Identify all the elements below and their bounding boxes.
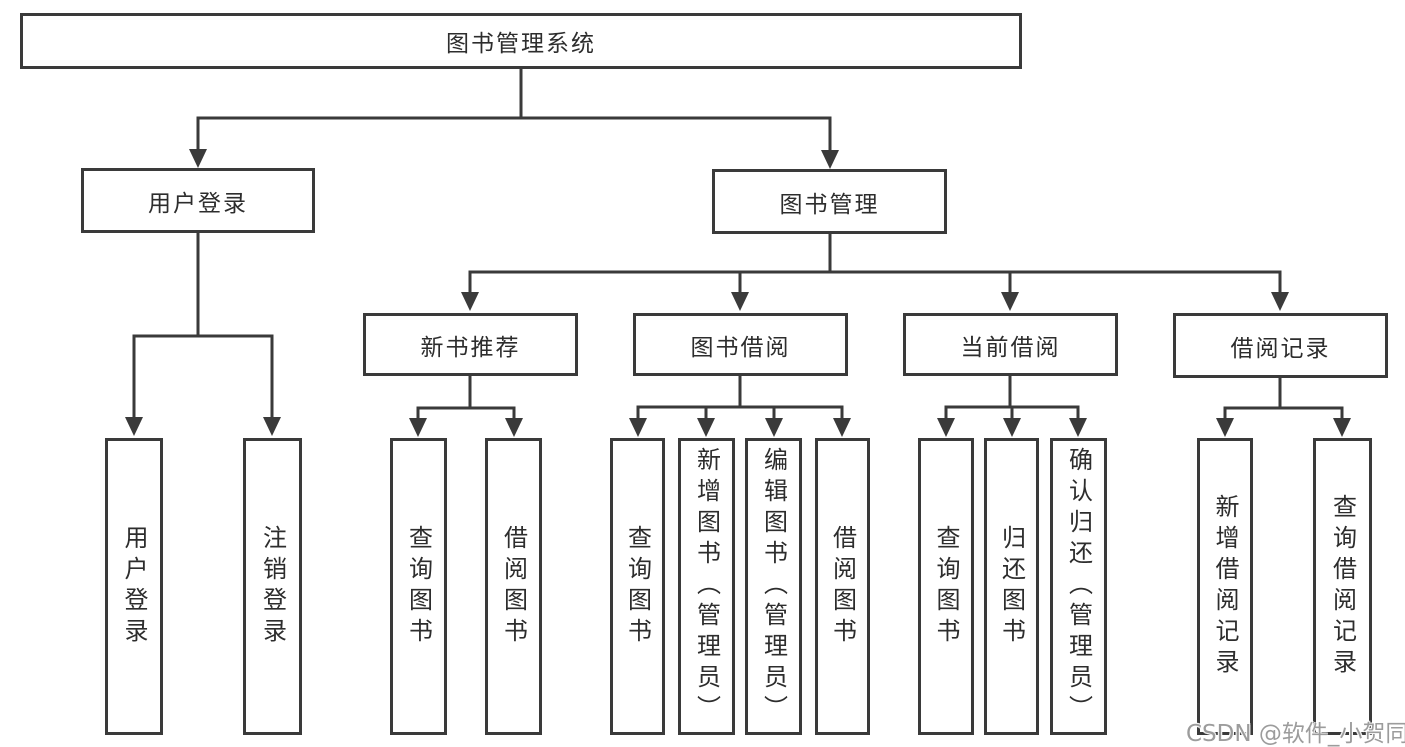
node-label: 借阅记录: [1230, 335, 1331, 362]
node-label: 当前借阅: [960, 334, 1061, 361]
leaf-logout: 注销登录: [243, 438, 302, 735]
leaf-label: 查询图书: [932, 524, 960, 649]
leaf-label: 归还图书: [997, 524, 1026, 649]
leaf-query-borrow-record: 查询借阅记录: [1313, 438, 1372, 735]
node-label: 图书管理: [779, 191, 880, 218]
node-label: 图书管理系统: [446, 31, 596, 57]
leaf-label: 查询图书: [623, 524, 652, 649]
node-label: 图书借阅: [690, 334, 791, 361]
node-book-management: 图书管理: [712, 169, 947, 234]
arrowheads: [125, 149, 1351, 437]
leaf-edit-books-admin: 编辑图书（管理员）: [745, 438, 802, 735]
node-book-borrowing: 图书借阅: [633, 313, 848, 376]
leaf-label: 用户登录: [120, 524, 148, 649]
leaf-label: 注销登录: [258, 524, 287, 649]
leaf-confirm-return-admin: 确认归还（管理员）: [1050, 438, 1107, 735]
leaf-query-books: 查询图书: [918, 438, 974, 735]
leaf-add-books-admin: 新增图书（管理员）: [678, 438, 735, 735]
node-label: 用户登录: [148, 190, 248, 217]
node-user-login: 用户登录: [81, 168, 315, 233]
node-borrowing-records: 借阅记录: [1173, 313, 1388, 378]
leaf-return-books: 归还图书: [984, 438, 1039, 735]
node-label: 新书推荐: [420, 334, 521, 361]
watermark-csdn: CSDN @软件_小贺同学: [1186, 721, 1405, 747]
node-library-management-system: 图书管理系统: [20, 13, 1022, 69]
leaf-add-borrow-record: 新增借阅记录: [1197, 438, 1253, 735]
leaf-label: 编辑图书（管理员）: [759, 447, 788, 726]
leaf-query-books: 查询图书: [610, 438, 665, 735]
leaf-borrow-books: 借阅图书: [485, 438, 542, 735]
leaf-borrow-books: 借阅图书: [815, 438, 870, 735]
leaf-label: 查询借阅记录: [1328, 493, 1357, 680]
node-new-book-recommendation: 新书推荐: [363, 313, 578, 376]
leaf-label: 新增借阅记录: [1211, 493, 1239, 680]
leaf-label: 借阅图书: [828, 524, 857, 649]
leaf-query-books: 查询图书: [390, 438, 447, 735]
node-current-borrowing: 当前借阅: [903, 313, 1118, 376]
leaf-label: 查询图书: [404, 524, 433, 649]
leaf-label: 确认归还（管理员）: [1064, 447, 1093, 726]
leaf-user-login: 用户登录: [105, 438, 163, 735]
leaf-label: 新增图书（管理员）: [692, 447, 721, 726]
connector-paths: [132, 67, 1344, 422]
leaf-label: 借阅图书: [499, 524, 528, 649]
